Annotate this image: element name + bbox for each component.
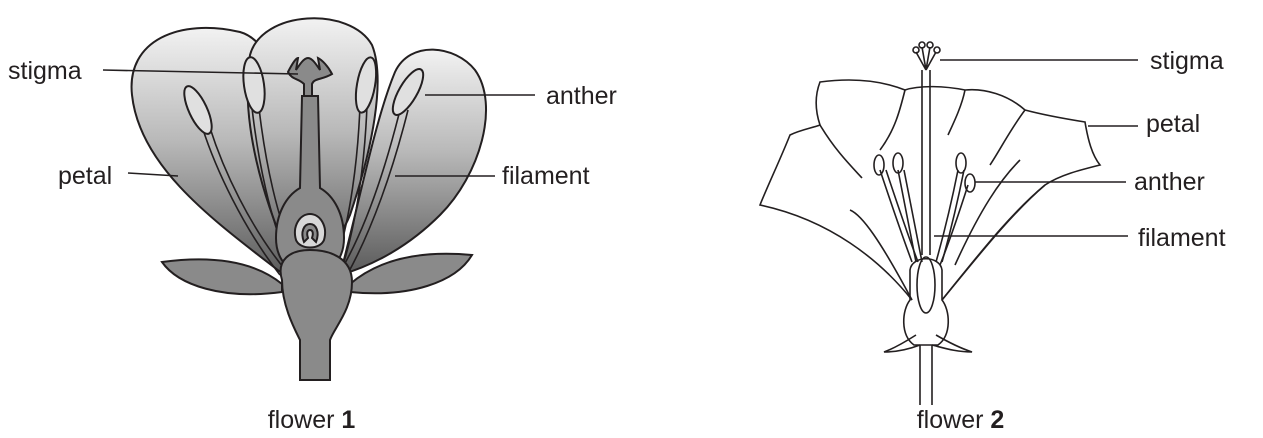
flower-2-petal-line-7 (955, 160, 1020, 265)
flower-2-anther-label: anther (1134, 168, 1205, 196)
flower-1-filament-label: filament (502, 162, 590, 190)
flower-2-anther-4 (965, 174, 975, 192)
flower-2-caption: flower 2 (882, 406, 1025, 434)
flower-1-left-sepal (162, 259, 282, 294)
flower-2-filaments (880, 170, 968, 265)
flower-2-stigma (913, 42, 940, 70)
flower-1-caption-prefix: flower (268, 406, 342, 434)
flower-2-anther-1 (874, 155, 884, 175)
flower-1-caption: flower 1 (233, 406, 376, 434)
flower-2-petal-line-4 (990, 110, 1025, 165)
flower-2-style (922, 70, 930, 255)
flower-1-caption-number: 1 (341, 406, 355, 434)
flower-2-petal-line-2 (948, 90, 965, 135)
flower-2-ovary (904, 259, 949, 345)
flower-2-stem (920, 345, 932, 405)
flower-2-petal-line-3 (820, 125, 862, 178)
flower-2-anther-3 (956, 153, 966, 173)
flower-2-diagram (760, 42, 1138, 405)
flower-2-right-sepal (932, 335, 972, 352)
flower-2-petal-line-1 (880, 90, 905, 150)
flower-2-left-sepal (884, 335, 920, 352)
flower-1-stigma-label: stigma (8, 57, 82, 85)
flower-2-petal-label: petal (1146, 110, 1200, 138)
flower-2-caption-number: 2 (990, 406, 1004, 434)
flower-2-filament-label: filament (1138, 224, 1226, 252)
flower-1-diagram (103, 18, 535, 380)
flower-2-stigma-label: stigma (1150, 47, 1224, 75)
flower-2-ovary-inner (917, 257, 935, 313)
flower-1-anther-label: anther (546, 82, 617, 110)
flower-2-petal-line-5 (850, 210, 912, 300)
flower-1-receptacle (281, 250, 352, 380)
flower-2-caption-prefix: flower (917, 406, 991, 434)
flower-1-petal-label: petal (58, 162, 112, 190)
